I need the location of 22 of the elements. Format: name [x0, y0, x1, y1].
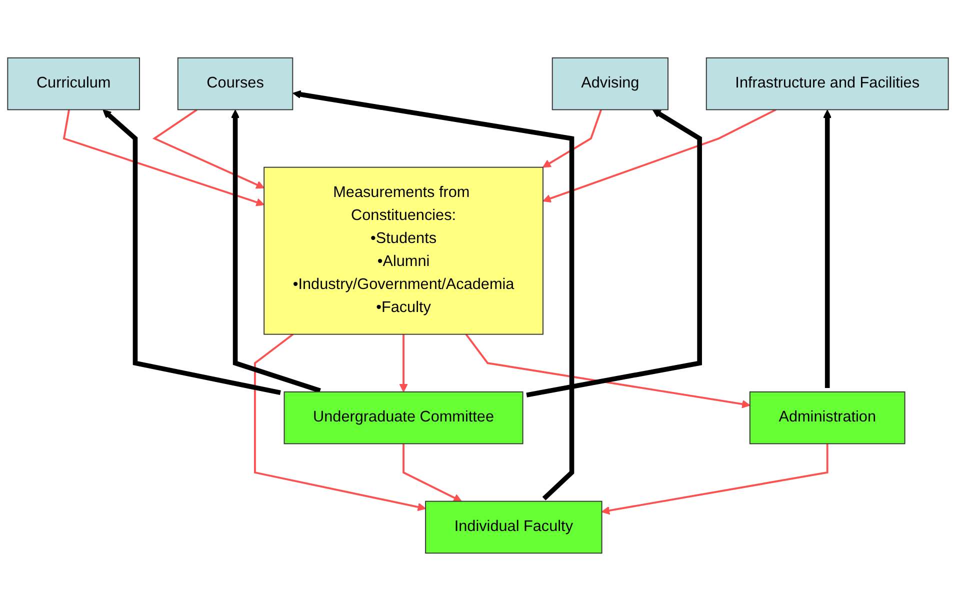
- node-box: Measurements from Constituencies: •Students •Alumni •Industry/Government/Academia •Faculty: [264, 166, 544, 335]
- arrow: [542, 109, 602, 168]
- arrow: [526, 110, 702, 398]
- node-box: Individual Faculty: [425, 500, 602, 554]
- arrow: [823, 110, 832, 388]
- node-box: Curriculum: [7, 57, 140, 110]
- arrow: [402, 444, 462, 502]
- node-box: Advising: [552, 57, 668, 110]
- arrow: [601, 444, 828, 515]
- arrow: [254, 334, 426, 512]
- arrow: [399, 334, 408, 392]
- node-box: Undergraduate Committee: [284, 391, 524, 444]
- arrow: [152, 108, 264, 189]
- arrow: [62, 110, 264, 206]
- node-box: Infrastructure and Facilities: [706, 57, 949, 110]
- arrow: [102, 110, 281, 396]
- arrow: [292, 90, 574, 500]
- arrow: [542, 108, 776, 203]
- arrow: [231, 110, 321, 393]
- node-box: Administration: [749, 391, 906, 444]
- arrow: [465, 334, 750, 408]
- node-box: Courses: [177, 57, 294, 110]
